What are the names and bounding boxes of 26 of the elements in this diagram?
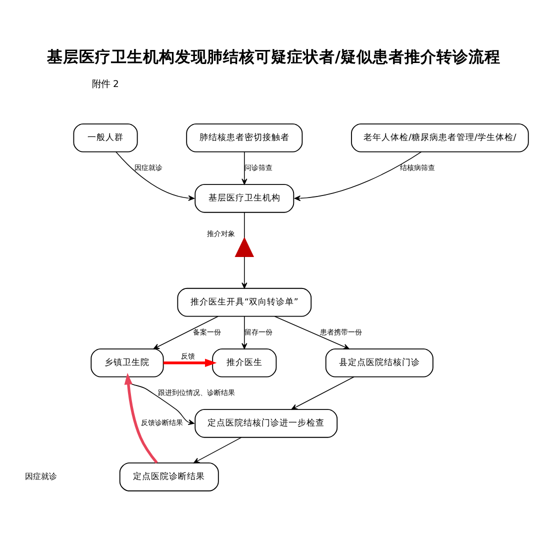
arrow <box>291 376 354 410</box>
node-box: 基层医疗卫生机构 <box>194 184 294 213</box>
arrow <box>242 256 248 289</box>
diagram-title: 基层医疗卫生机构发现肺结核可疑症状者/疑似患者推介转诊流程 <box>46 48 501 66</box>
node-box: 乡镇卫生院 <box>90 348 164 378</box>
label: 因症就诊 <box>25 472 58 481</box>
arrow <box>274 316 350 350</box>
node-person <box>234 236 254 258</box>
node-box: 一般人群 <box>73 123 138 152</box>
arrow <box>294 152 422 202</box>
node-box: 推介医生开具“双向转诊单” <box>177 288 312 317</box>
node-box: 定点医院结核门诊进一步检查 <box>194 408 338 438</box>
node-box: 县定点医院结核门诊 <box>325 348 434 378</box>
node-box: 推介医生 <box>212 348 277 378</box>
arrow <box>242 316 248 350</box>
connector <box>244 212 245 238</box>
arrow <box>193 437 242 464</box>
node-box: 定点医院诊断结果 <box>119 462 219 492</box>
arrow <box>116 152 194 201</box>
node-box: 肺结核患者密切接触者 <box>186 123 303 152</box>
arrow <box>124 372 158 464</box>
arrow <box>163 358 217 367</box>
label: 附件 2 <box>92 78 119 90</box>
arrow <box>153 316 218 350</box>
node-box: 老年人体检/糖尿病患者管理/学生体检/ <box>351 123 529 152</box>
arrow <box>242 152 248 185</box>
